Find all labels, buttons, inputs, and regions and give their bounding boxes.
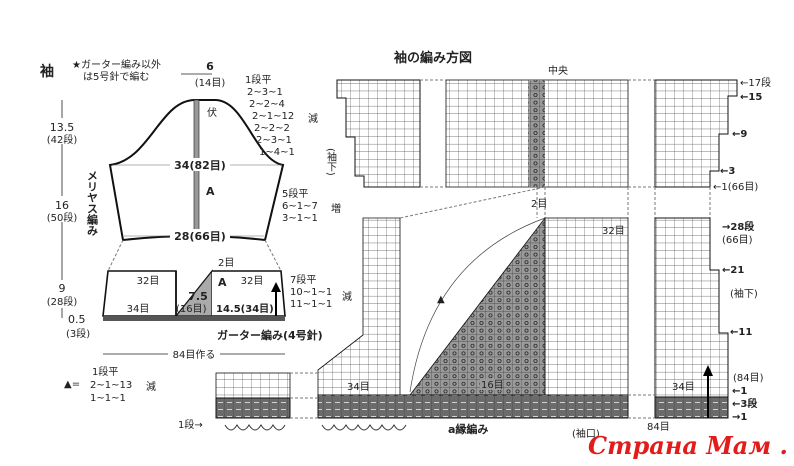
row-1-left: 1段→ (178, 418, 203, 431)
cuff-height: 9 (59, 282, 66, 295)
body-height: 16 (55, 199, 69, 212)
cap-decrease-label: 減 (308, 112, 318, 125)
triangle-decrease-2: 1~1~1 (90, 393, 126, 404)
stitches-16: 16目 (481, 380, 504, 391)
lace-triangle (409, 216, 546, 396)
cap-decrease-list: 1段平 2~3~1 2~2~4 2~1~12 2~2~2 2~3~1 1~4~1… (245, 73, 318, 158)
cuff-decrease-2: 11~1~1 (290, 299, 332, 310)
cuff-right-width: 14.5(34目) (216, 303, 274, 315)
triangle-decrease-0: 1段平 (92, 365, 118, 378)
edge-row-1a: ←1 (732, 386, 747, 397)
mini-grid (215, 372, 291, 399)
center-lace-column (528, 80, 545, 187)
upper-left-grid (336, 79, 421, 188)
cap-rows: (42段) (47, 133, 78, 146)
cuff-center-stitches: (16目) (176, 304, 207, 315)
cuff-right-stitches: 32目 (241, 276, 264, 287)
scallop-edge (224, 424, 407, 431)
cast-on-label: 84目作る (173, 349, 216, 361)
edging-band (317, 394, 629, 419)
note-line-2: は5号針で編む (83, 70, 149, 83)
row-11: ←11 (730, 327, 752, 338)
cuff-rows: (28段) (47, 295, 78, 308)
row-15: ←15 (740, 92, 762, 103)
edge-rows: (3段) (66, 327, 90, 340)
row-28-stitches: (66目) (722, 235, 753, 246)
edging-label: a縁編み (448, 422, 488, 436)
cap-decrease-4: 2~2~2 (254, 123, 290, 134)
cap-decrease-0: 1段平 (245, 73, 271, 86)
center-label: 中央 (548, 64, 568, 77)
cuff-left-bottom-stitches: 34目 (127, 304, 150, 315)
top-stitches: (14目) (195, 78, 226, 89)
stitches-84: (84目) (733, 373, 764, 384)
stitches-34-right: 34目 (672, 382, 695, 393)
garter-label: ガーター編み(4号針) (217, 328, 323, 342)
garter-band (103, 316, 285, 321)
upper-width: 34(82目) (174, 159, 226, 172)
lower-width: 28(66目) (174, 230, 226, 243)
edge-row-3: ←3段 (732, 397, 757, 410)
sleeve-under-bottom: (袖下) (730, 287, 758, 300)
triangle-key: ▲= (64, 379, 80, 390)
cap-decrease-3: 2~1~12 (252, 111, 294, 122)
triangle-decrease-label: 減 (146, 380, 156, 393)
cuff-center-width: 7.5 (188, 290, 208, 303)
bottom-84: 84目 (647, 422, 670, 433)
sleeve-under-top: (袖下) (325, 148, 337, 176)
triangle-decrease-1: 2~1~13 (90, 380, 132, 391)
cap-decrease-6: 1~4~1 (259, 147, 295, 158)
schematic-title: 袖 (40, 63, 54, 80)
row-28: →28段 (722, 220, 754, 233)
cap-decrease-5: 2~3~1 (256, 135, 292, 146)
knitting-chart: 袖の編み方図 中央 (袖下) ←17段 ←15 ←9 ←3 ←1(66目) 2目… (178, 50, 771, 440)
sleeve-schematic: 袖 ★ガーター編み以外 は5号針で編む 6 (14目) 伏 34(82目) A … (40, 58, 352, 404)
two-stitches-label: 2目 (531, 199, 547, 210)
chart-title: 袖の編み方図 (394, 50, 472, 66)
body-rows: (50段) (47, 211, 78, 224)
stitches-34-left: 34目 (347, 382, 370, 393)
cuff-left-stitches: 32目 (137, 276, 160, 287)
body-increase-1: 6~1~7 (282, 201, 318, 212)
upper-right-grid (654, 79, 738, 188)
edge-height: 0.5 (68, 313, 86, 326)
row-1: ←1(66目) (713, 182, 758, 193)
bind-off-label: 伏 (207, 106, 217, 119)
increase-label: 増 (331, 202, 341, 215)
lower-right-grid (654, 217, 729, 398)
cuff-label: (袖口) (572, 427, 600, 440)
cap-height: 13.5 (50, 121, 75, 134)
triangle-marker: ▲ (437, 294, 445, 305)
row-9: ←9 (732, 129, 747, 140)
body-increase-list: 5段平 6~1~7 3~1~1 増 (282, 187, 341, 224)
cuff-center-top: 2目 (218, 258, 234, 269)
row-3: ←3 (720, 166, 735, 177)
body-increase-0: 5段平 (282, 187, 308, 200)
stitches-32: 32目 (602, 226, 625, 237)
lower-center-grid (544, 217, 629, 396)
top-width: 6 (206, 60, 214, 73)
cuff-panel-a: A (218, 276, 227, 289)
cuff-decrease-1: 10~1~1 (290, 287, 332, 298)
cuff-decrease-0: 7段平 (290, 273, 316, 286)
panel-a-label: A (206, 185, 215, 198)
right-edging-band (654, 396, 729, 419)
row-17: ←17段 (740, 76, 771, 89)
edge-row-1b: →1 (732, 412, 747, 423)
cap-decrease-1: 2~3~1 (247, 87, 283, 98)
stockinette-label: メリヤス編み (86, 170, 99, 237)
mini-edging-band (215, 397, 291, 419)
cap-decrease-2: 2~2~4 (249, 99, 285, 110)
row-21: ←21 (722, 265, 744, 276)
note-line-1: ★ガーター編み以外 (72, 58, 161, 71)
watermark: Страна Мам . ру (588, 431, 794, 460)
body-increase-2: 3~1~1 (282, 213, 318, 224)
cuff-decrease-label: 減 (342, 290, 352, 303)
